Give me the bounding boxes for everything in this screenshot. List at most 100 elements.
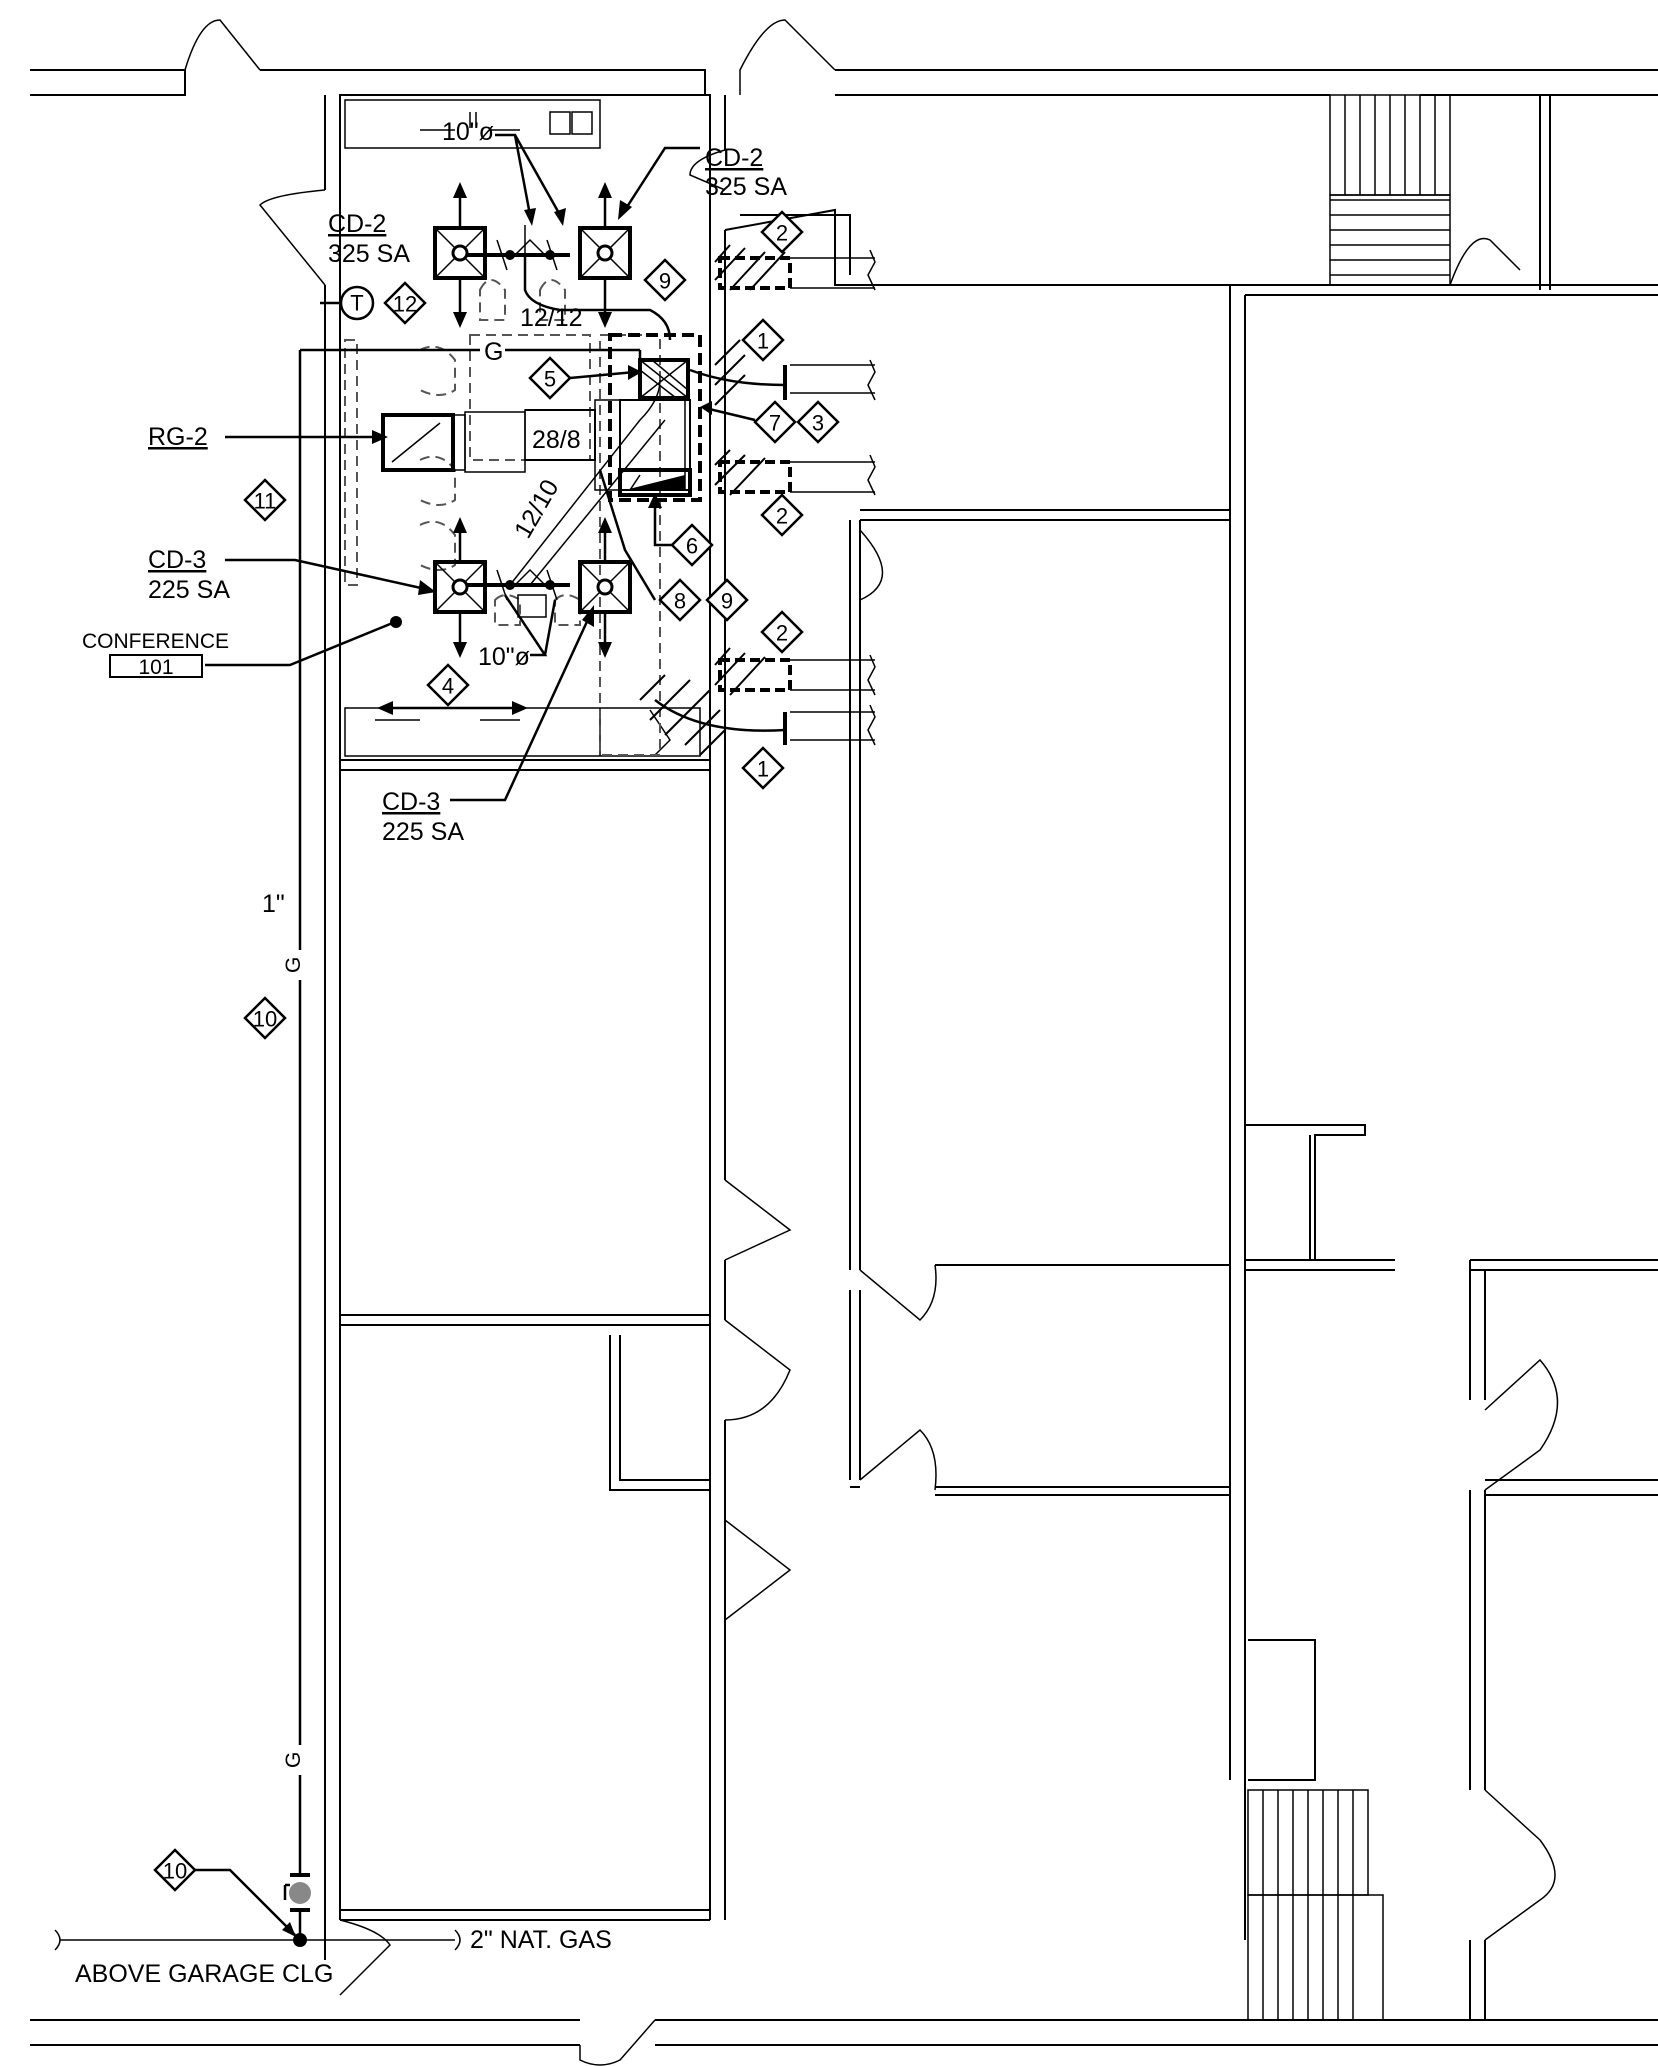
- cd3-bottom-cfm: 225 SA: [382, 818, 464, 846]
- keynote-9-a: 9: [643, 258, 687, 302]
- label-leaders: [205, 133, 756, 802]
- above-garage-label: ABOVE GARAGE CLG: [75, 1960, 333, 1988]
- pipe-size-label: 1": [262, 890, 285, 918]
- keynote-number: 12: [393, 292, 417, 317]
- keynote-7: 7: [753, 400, 797, 444]
- rg2-label: RG-2: [148, 423, 208, 451]
- stairs-bottom: [1247, 1639, 1384, 2021]
- keynote-number: 1: [757, 329, 769, 354]
- penetration-k2-b: [714, 449, 876, 496]
- duct-tap-dot: [545, 580, 555, 590]
- gas-main-label: 2" NAT. GAS: [470, 1926, 612, 1954]
- keynote-diamond: [741, 318, 785, 362]
- keynote-2-b: 2: [760, 493, 804, 537]
- keynote-diamond: [741, 746, 785, 790]
- keynote-diamond: [426, 663, 470, 707]
- keynote-number: 5: [544, 367, 556, 392]
- penetration-k1-a: [689, 339, 876, 406]
- diffuser-cd3-right: [578, 560, 632, 614]
- cd3-bottom-id: CD-3: [382, 788, 440, 816]
- gas-letter-mid: G: [282, 957, 305, 973]
- keynote-diamond: [658, 578, 702, 622]
- keynote-diamond: [670, 523, 714, 567]
- gas-letter-low: G: [282, 1752, 305, 1768]
- room-number: 101: [138, 656, 173, 679]
- keynote-5: 5: [528, 356, 572, 400]
- keynote-diamond: [528, 356, 572, 400]
- keynote-diamond: [153, 1848, 197, 1892]
- gas-letter-top: G: [484, 338, 503, 366]
- keynote-number: 7: [769, 411, 781, 436]
- penetration-k2-c: [714, 647, 876, 696]
- keynote-10-a: 10: [243, 996, 287, 1040]
- keynote-diamond: [760, 610, 804, 654]
- duct-tap-dot: [505, 250, 515, 260]
- penetration-k2-a: [714, 244, 876, 291]
- gas-meter-icon: [289, 1882, 311, 1904]
- airflow-arrows: [377, 182, 612, 715]
- keynote-number: 10: [253, 1007, 277, 1032]
- keynote-number: 1: [757, 757, 769, 782]
- room-tag: CONFERENCE 101: [82, 630, 229, 679]
- ceiling-diffusers: [377, 182, 632, 715]
- keynote-3: 3: [796, 400, 840, 444]
- building-walls: [30, 19, 1658, 2066]
- gas-piping: G G G 1": [54, 338, 642, 1951]
- cd2-top-right-id: CD-2: [705, 144, 763, 172]
- cd2-top-right-cfm: 325 SA: [705, 173, 787, 201]
- cd3-left-id: CD-3: [148, 546, 206, 574]
- keynote-12: 12: [383, 281, 427, 325]
- keynote-diamond: [760, 493, 804, 537]
- keynote-diamond: [643, 258, 687, 302]
- penetration-k1-b: [639, 674, 876, 756]
- keynote-diamond: [243, 478, 287, 522]
- keynote-1-a: 1: [741, 318, 785, 362]
- keynote-2-c: 2: [760, 610, 804, 654]
- keynote-diamond: [243, 996, 287, 1040]
- keynote-number: 2: [776, 504, 788, 529]
- keynote-number: 10: [163, 1859, 187, 1884]
- keynote-diamond: [796, 400, 840, 444]
- keynote-number: 2: [776, 221, 788, 246]
- keynote-4: 4: [426, 663, 470, 707]
- keynotes: 2 9 12 1 5 7 3 11 2 6 8 9 2 4 1 10 10: [153, 210, 840, 1892]
- duct-size-28-8: 28/8: [532, 426, 581, 454]
- keynote-number: 3: [812, 411, 824, 436]
- keynote-9-b: 9: [705, 578, 749, 622]
- keynote-diamond: [383, 281, 427, 325]
- equipment-labels: 10"ø CD-2 325 SA CD-2 325 SA 12/12 28/8 …: [148, 118, 787, 846]
- thermostat: T: [320, 285, 375, 321]
- keynote-diamond: [705, 578, 749, 622]
- wall-penetrations: [639, 244, 876, 756]
- keynote-1-b: 1: [741, 746, 785, 790]
- keynote-diamond: [753, 400, 797, 444]
- keynote-number: 9: [659, 269, 671, 294]
- duct-size-12-12: 12/12: [520, 304, 583, 332]
- duct-size-12-10: 12/10: [509, 475, 565, 543]
- keynote-number: 11: [254, 489, 277, 514]
- keynote-2-a: 2: [760, 210, 804, 254]
- keynote-number: 8: [674, 589, 686, 614]
- cd2-top-left-id: CD-2: [328, 210, 386, 238]
- keynote-number: 6: [686, 534, 698, 559]
- duct-size-bottom: 10"ø: [478, 643, 530, 671]
- unit-hatch: [625, 475, 685, 490]
- stairs-top: [1329, 94, 1551, 290]
- keynote-number: 9: [721, 589, 733, 614]
- keynote-11: 11: [243, 478, 287, 522]
- duct-tap-dot: [545, 250, 555, 260]
- hvac-ductwork: [381, 225, 702, 618]
- thermostat-label: T: [350, 291, 363, 316]
- keynote-6: 6: [670, 523, 714, 567]
- keynote-number: 4: [442, 674, 454, 699]
- room-name: CONFERENCE: [82, 630, 229, 653]
- diffuser-cd2-right: [578, 226, 632, 280]
- keynote-8: 8: [658, 578, 702, 622]
- cd2-top-left-cfm: 325 SA: [328, 240, 410, 268]
- keynote-10-b: 10: [153, 1848, 197, 1892]
- duct-size-top: 10"ø: [442, 118, 494, 146]
- keynote-number: 2: [776, 621, 788, 646]
- keynote-diamond: [760, 210, 804, 254]
- cd3-left-cfm: 225 SA: [148, 576, 230, 604]
